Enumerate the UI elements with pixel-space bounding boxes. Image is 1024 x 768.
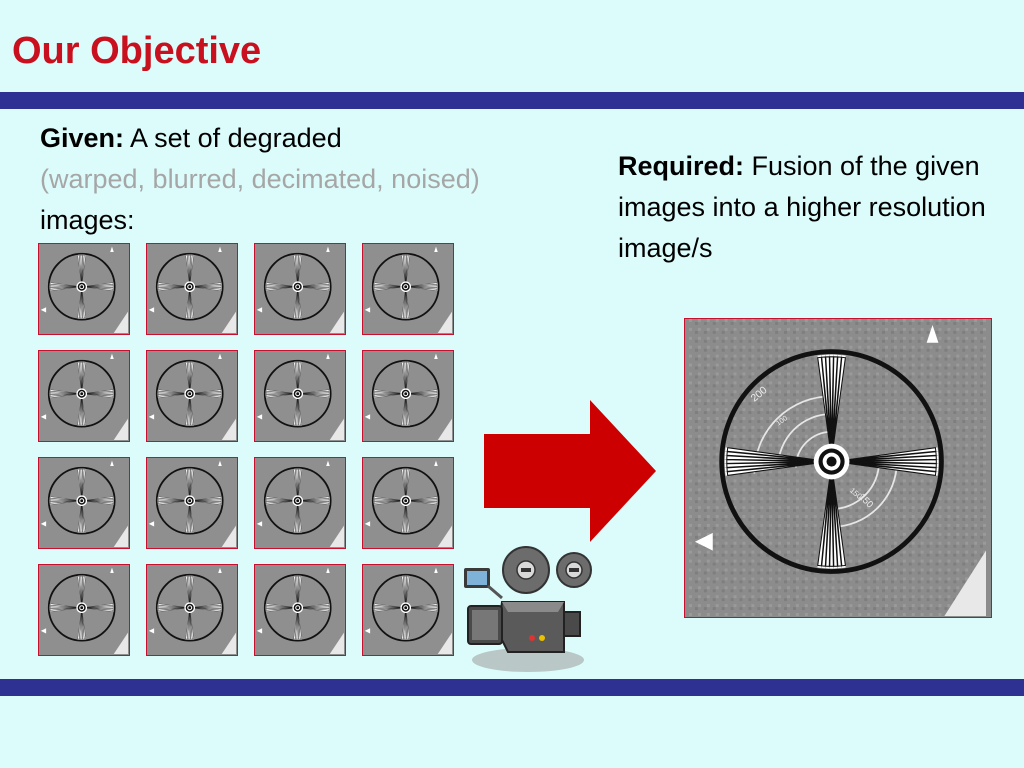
bottom-divider-band (0, 679, 1024, 696)
degraded-image-thumbnail (38, 457, 130, 549)
high-resolution-result-image: 200 100 150 150 (684, 318, 992, 618)
degraded-image-thumbnail (254, 564, 346, 656)
degraded-image-thumbnail (254, 243, 346, 335)
degraded-image-thumbnail (38, 243, 130, 335)
resolution-target-thumbnail (147, 565, 236, 654)
degraded-image-thumbnail (362, 350, 454, 442)
degraded-image-thumbnail (146, 350, 238, 442)
top-divider-band (0, 92, 1024, 109)
slide-title: Our Objective (12, 30, 262, 72)
given-text: Given: A set of degraded (warped, blurre… (40, 118, 490, 241)
degraded-image-thumbnail (362, 564, 454, 656)
degraded-image-thumbnail (254, 350, 346, 442)
right-arrow-icon (484, 400, 656, 542)
given-text-after: images: (40, 205, 135, 235)
resolution-target-thumbnail (255, 565, 344, 654)
resolution-target-thumbnail (39, 458, 128, 547)
resolution-target-thumbnail (39, 565, 128, 654)
degraded-image-thumbnail (362, 243, 454, 335)
required-description: Fusion of the given images into a higher… (618, 151, 986, 263)
resolution-target-thumbnail (363, 565, 452, 654)
degraded-image-thumbnail (146, 457, 238, 549)
resolution-target-thumbnail (363, 351, 452, 440)
given-text-before: A set of degraded (124, 123, 342, 153)
resolution-target-thumbnail (255, 458, 344, 547)
resolution-target-thumbnail (39, 244, 128, 333)
degraded-image-thumbnail (362, 457, 454, 549)
degraded-image-thumbnail (146, 564, 238, 656)
resolution-target-thumbnail (147, 351, 236, 440)
required-text: Required: Fusion of the given images int… (618, 146, 1018, 269)
resolution-target-thumbnail (363, 244, 452, 333)
required-label: Required: (618, 151, 745, 181)
given-label: Given: (40, 123, 125, 153)
resolution-target-thumbnail (255, 351, 344, 440)
resolution-target-thumbnail (363, 458, 452, 547)
resolution-target-thumbnail (147, 458, 236, 547)
degraded-image-thumbnail (146, 243, 238, 335)
degraded-image-thumbnail (38, 564, 130, 656)
video-camera-icon (464, 546, 592, 672)
resolution-target-large: 200 100 150 150 (689, 319, 986, 616)
degraded-image-thumbnail (38, 350, 130, 442)
degradations-text: (warped, blurred, decimated, noised) (40, 164, 480, 194)
resolution-target-thumbnail (147, 244, 236, 333)
degraded-image-thumbnail (254, 457, 346, 549)
resolution-target-thumbnail (255, 244, 344, 333)
resolution-target-thumbnail (39, 351, 128, 440)
